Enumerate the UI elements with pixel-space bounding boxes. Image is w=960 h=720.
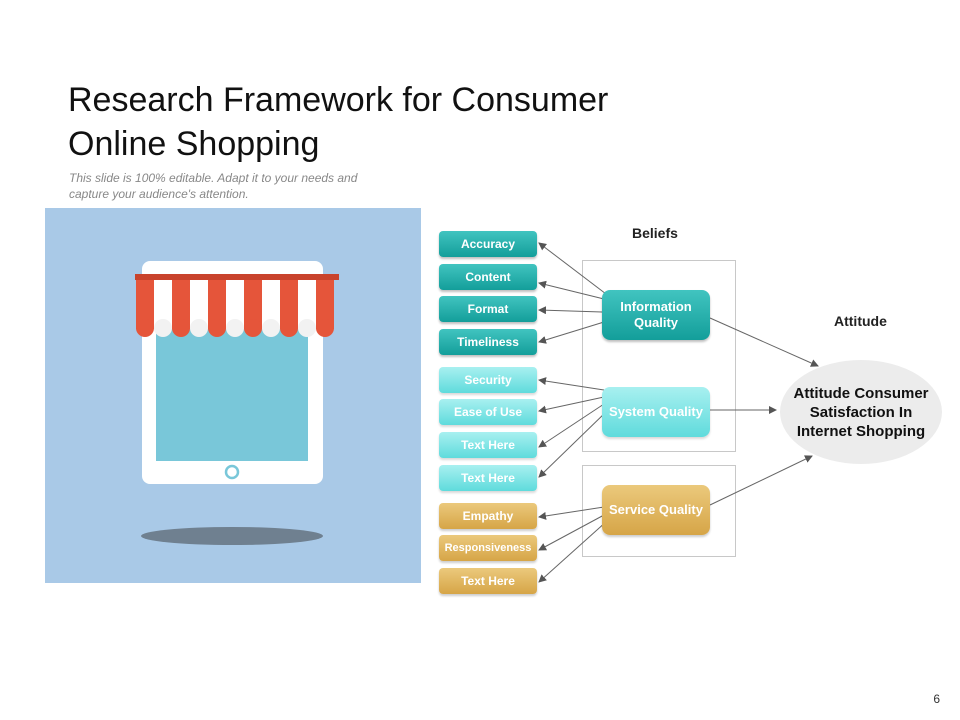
beliefs-group-frame — [582, 260, 736, 452]
beliefs-label: Beliefs — [632, 225, 678, 241]
arrow-system-security — [538, 377, 605, 391]
service-quality-box: Service Quality — [602, 485, 710, 535]
online-shop-illustration — [45, 208, 421, 583]
outcome-ellipse — [780, 360, 942, 464]
system-quality-box: System Quality — [602, 387, 710, 437]
arrow-system-text2 — [538, 410, 608, 478]
attribute-timeliness: Timeliness — [439, 329, 537, 355]
attribute-ease-of-use: Ease of Use — [439, 399, 537, 425]
arrow-info-outcome — [709, 317, 819, 367]
service-group-frame — [582, 465, 736, 557]
outcome-text: Attitude Consumer Satisfaction In Intern… — [793, 384, 929, 440]
information-quality-box: Information Quality — [602, 290, 710, 340]
attribute-system-text-1: Text Here — [439, 432, 537, 458]
attribute-format: Format — [439, 296, 537, 322]
attribute-security: Security — [439, 367, 537, 393]
arrow-service-text — [538, 520, 608, 583]
arrow-system-ease — [538, 396, 605, 414]
arrow-service-responsiveness — [538, 514, 605, 551]
arrow-system-text1 — [538, 403, 605, 448]
attribute-accuracy: Accuracy — [439, 231, 537, 257]
page-subtitle: This slide is 100% editable. Adapt it to… — [69, 171, 358, 201]
arrow-info-content — [538, 280, 605, 300]
arrow-service-outcome — [709, 455, 813, 506]
attribute-system-text-2: Text Here — [439, 465, 537, 491]
shop-tablet-icon — [135, 261, 339, 545]
arrow-service-empathy — [538, 506, 605, 520]
page-number: 6 — [933, 692, 940, 706]
attribute-responsiveness: Responsiveness — [439, 535, 537, 561]
attribute-content: Content — [439, 264, 537, 290]
arrow-info-format — [538, 306, 603, 315]
arrow-info-timeliness — [538, 321, 605, 344]
page-title: Research Framework for Consumer Online S… — [68, 81, 609, 163]
arrow-info-accuracy — [538, 242, 611, 298]
attitude-label: Attitude — [834, 313, 887, 329]
attribute-empathy: Empathy — [439, 503, 537, 529]
attribute-service-text: Text Here — [439, 568, 537, 594]
